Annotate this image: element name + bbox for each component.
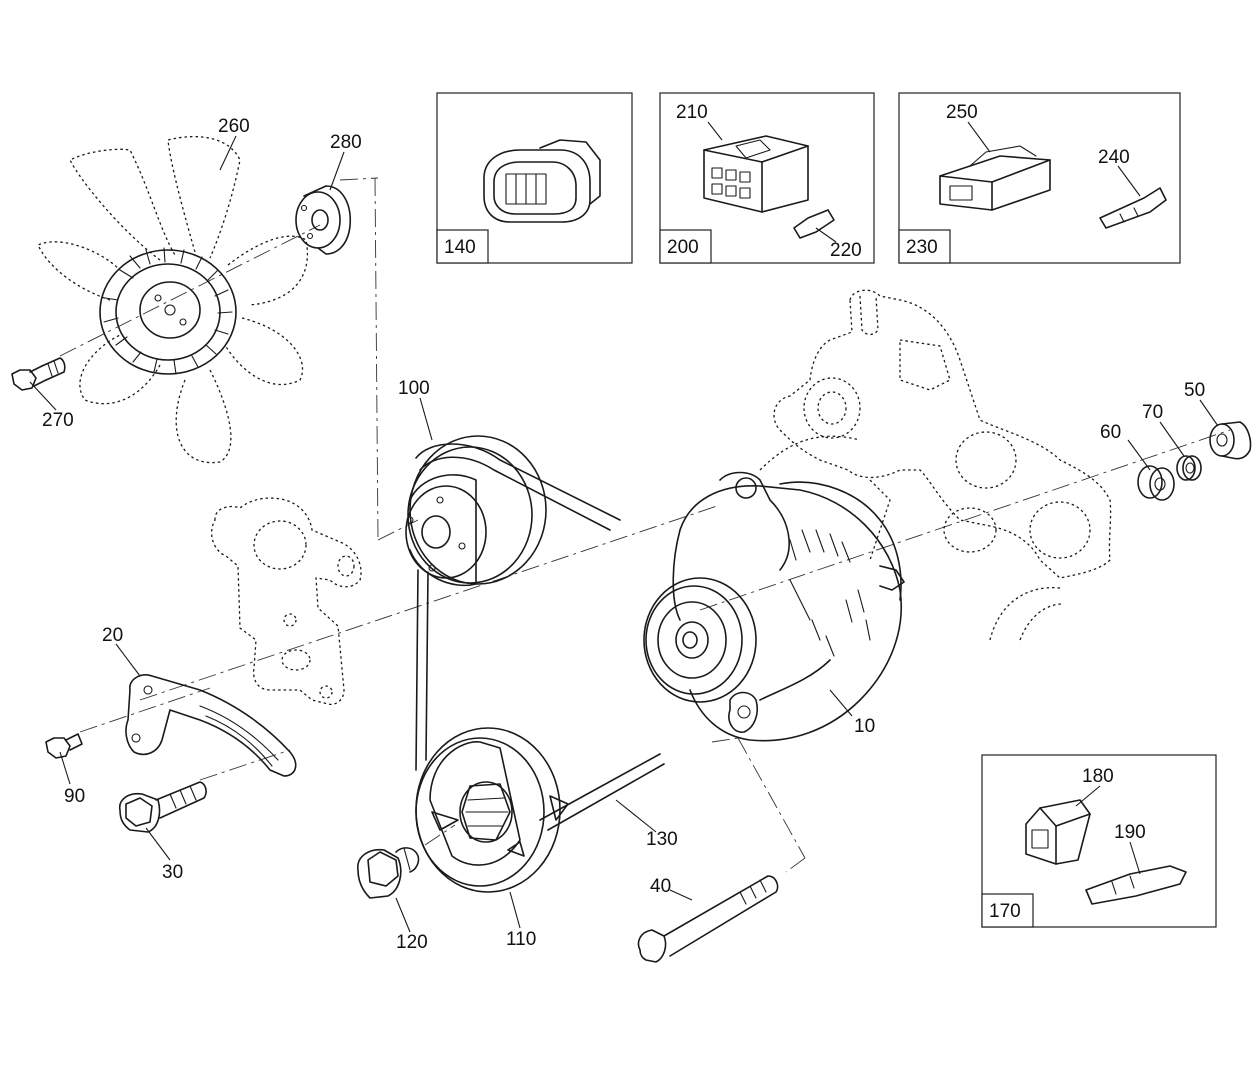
kit-label-230: 230 [906,237,938,258]
callout-leader-lines [29,121,1219,933]
kit-labels: 140 200 230 170 [444,237,1021,922]
connector-kit-140-box[interactable] [436,92,633,264]
callout-220: 220 [830,240,862,261]
callout-270: 270 [42,410,74,431]
callout-110: 110 [506,929,536,950]
kit-label-170: 170 [989,901,1021,922]
water-pump-pulley-part[interactable] [405,435,547,587]
lock-washer-part[interactable] [1176,455,1202,481]
adjuster-bolt-part[interactable] [118,781,207,833]
water-pump-housing [211,497,362,706]
callout-10: 10 [854,716,875,737]
v-belt-part[interactable] [415,443,665,831]
callout-60: 60 [1100,422,1121,443]
crank-bolt-part[interactable] [357,847,420,899]
washer-part[interactable] [1137,465,1175,501]
connector-kit-200-box[interactable] [659,92,875,264]
cooling-fan-part[interactable] [37,135,309,464]
fan-spacer-part[interactable] [295,185,351,255]
callout-280: 280 [330,132,362,153]
callout-20: 20 [102,625,123,646]
connector-kit-230-box[interactable] [898,92,1181,264]
fan-bolt-part[interactable] [11,357,66,391]
alternator-part[interactable] [643,471,905,742]
callout-190: 190 [1114,822,1146,843]
crank-pulley-part[interactable] [415,727,569,893]
kit-label-200: 200 [667,237,699,258]
adjusting-bracket-part[interactable] [125,674,297,777]
callout-labels: 260 280 270 100 20 90 30 120 110 130 40 … [42,102,1205,953]
callout-260: 260 [218,116,250,137]
callout-50: 50 [1184,380,1205,401]
connector-kit-170-box[interactable] [981,754,1217,928]
callout-120: 120 [396,932,428,953]
bracket-bolt-part[interactable] [45,733,83,759]
callout-180: 180 [1082,766,1114,787]
callout-130: 130 [646,829,678,850]
through-bolt-part[interactable] [637,875,779,963]
callout-40: 40 [650,876,671,897]
nut-part[interactable] [1209,421,1252,460]
callout-250: 250 [946,102,978,123]
callout-30: 30 [162,862,183,883]
callout-70: 70 [1142,402,1163,423]
kit-label-140: 140 [444,237,476,258]
callout-240: 240 [1098,147,1130,168]
callout-210: 210 [676,102,708,123]
callout-100: 100 [398,378,430,399]
engine-timing-cover [759,289,1112,641]
assembly-center-lines [59,177,1231,873]
callout-90: 90 [64,786,85,807]
